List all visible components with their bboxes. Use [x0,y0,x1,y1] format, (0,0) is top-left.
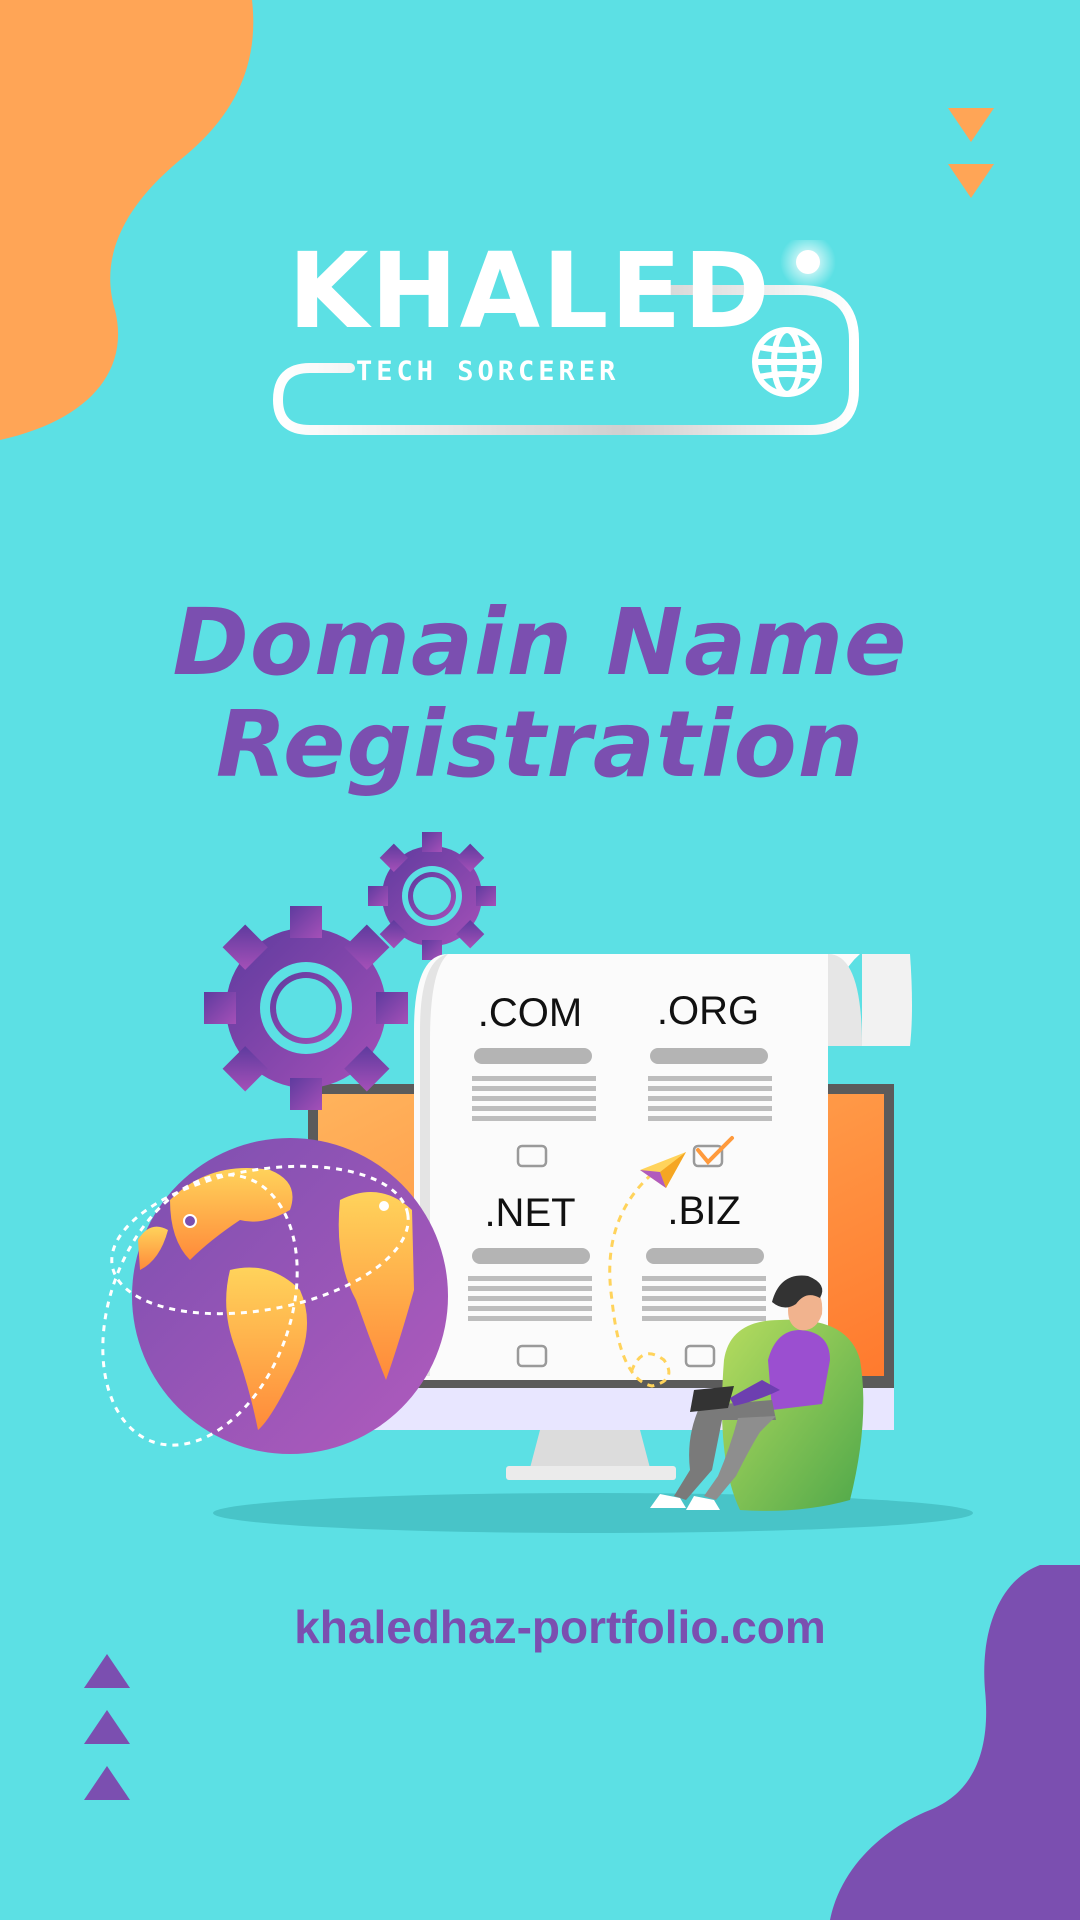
triangle-down-icon [948,108,994,142]
flight-path [608,1172,671,1388]
domain-card-biz: .BIZ [642,1189,766,1368]
triangle-up-icon [84,1654,130,1688]
person-illustration [650,1275,864,1511]
website-url[interactable]: khaledhaz-portfolio.com [294,1601,826,1653]
headline-line-1: Domain Name [172,589,908,696]
domain-card-org: .ORG [648,989,772,1168]
domain-label-com: .COM [478,991,582,1035]
purple-blob [830,1565,1080,1920]
logo-name: KHALED [288,230,772,352]
globe-icon [752,327,822,397]
logo-frame [272,240,859,435]
gear-icon [204,906,408,1110]
globe-icon [101,1138,448,1454]
triangle-up-icon [84,1710,130,1744]
domain-illustration: .COM .ORG .NET [101,832,973,1533]
domain-card-com: .COM [472,991,596,1168]
orange-blob [0,0,254,440]
triangle-up-icon [84,1766,130,1800]
logo-tagline: TECH SORCERER [356,356,620,387]
headline-line-2: Registration [215,691,865,798]
domain-label-net: .NET [484,1191,575,1235]
domain-card-net: .NET [468,1191,592,1368]
domain-label-biz: .BIZ [667,1189,740,1233]
triangle-down-icon [948,164,994,198]
paper-plane-icon [640,1152,686,1188]
domain-label-org: .ORG [657,989,759,1033]
floor-shadow [213,1493,973,1533]
checkmark-icon [696,1136,734,1165]
gear-icon [368,832,496,960]
